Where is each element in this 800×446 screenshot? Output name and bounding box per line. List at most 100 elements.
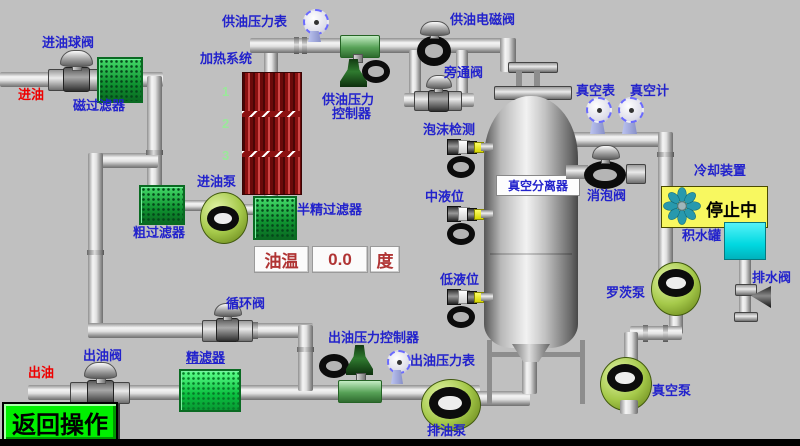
bypass-valve-handle[interactable] bbox=[426, 75, 452, 89]
pipe-branch bbox=[88, 153, 158, 168]
pipe-supply-main bbox=[250, 38, 516, 53]
flange bbox=[643, 325, 648, 342]
label-mid-level: 中液位 bbox=[425, 189, 465, 204]
pipe-circulation-left bbox=[88, 153, 103, 337]
bottom-strip bbox=[0, 439, 800, 446]
roots-pump-impeller bbox=[658, 269, 694, 297]
outlet-pressure-controller-fitting[interactable] bbox=[338, 380, 382, 403]
vacuum-gauge[interactable] bbox=[586, 97, 612, 123]
vacuum-separator-tank[interactable] bbox=[484, 96, 578, 348]
label-inlet-pump: 进油泵 bbox=[197, 174, 237, 189]
tank-leg bbox=[487, 340, 492, 404]
heater-separator bbox=[242, 111, 300, 117]
circulation-valve-body[interactable] bbox=[216, 318, 239, 342]
outlet-valve-collar bbox=[112, 382, 130, 404]
inlet-ball-valve-body[interactable] bbox=[63, 67, 90, 92]
defoam-valve-ring[interactable] bbox=[584, 161, 626, 189]
heater-section-3: 3 bbox=[222, 148, 230, 163]
label-heating-system: 加热系统 bbox=[200, 51, 253, 66]
back-to-operation-button[interactable]: 返回操作 bbox=[2, 402, 118, 442]
label-fine-filter: 精滤器 bbox=[186, 350, 226, 365]
supply-solenoid-valve-ring[interactable] bbox=[417, 36, 451, 66]
supply-pressure-gauge-stand bbox=[308, 31, 321, 42]
heater-section-1: 1 bbox=[222, 84, 230, 99]
label-drain-water-valve: 排水阀 bbox=[752, 270, 792, 285]
tank-nameplate: 真空分离器 bbox=[496, 175, 580, 196]
cooling-fan-icon bbox=[663, 187, 701, 225]
mid-level-sensor-stub bbox=[481, 210, 493, 218]
pipe-circulation bbox=[88, 323, 313, 338]
semi-fine-filter[interactable] bbox=[253, 196, 297, 240]
pipe-pump-to-tank bbox=[470, 391, 530, 406]
outlet-valve-handle[interactable] bbox=[84, 362, 117, 379]
coarse-filter[interactable] bbox=[139, 185, 185, 225]
label-discharge-pump: 排油泵 bbox=[427, 423, 467, 438]
defoam-valve-stub bbox=[566, 165, 588, 179]
drain-pipe-cap bbox=[734, 312, 758, 322]
pipe-vacuum-line bbox=[570, 132, 670, 147]
heater-radiator[interactable] bbox=[242, 72, 302, 195]
oil-temp-unit-box: 度 bbox=[370, 246, 400, 273]
vacuum-meter[interactable] bbox=[618, 97, 644, 123]
pipe-coarse-to-pump bbox=[176, 200, 210, 211]
label-cooling-device: 冷却装置 bbox=[694, 163, 747, 178]
label-outlet-pressure-gauge: 出油压力表 bbox=[410, 353, 476, 368]
mid-level-indicator bbox=[447, 223, 475, 245]
pipe-inlet-down bbox=[147, 76, 162, 189]
defoam-valve-handle[interactable] bbox=[592, 145, 620, 160]
foam-indicator bbox=[447, 156, 475, 178]
tank-cap-post bbox=[534, 70, 540, 87]
bypass-valve-body[interactable] bbox=[428, 90, 449, 112]
pipe-radiator-top bbox=[264, 46, 278, 76]
oil-temp-label-box: 油温 bbox=[254, 246, 309, 273]
fine-filter[interactable] bbox=[179, 369, 241, 412]
label-magnetic-filter: 磁过滤器 bbox=[73, 98, 126, 113]
flange bbox=[297, 347, 314, 352]
label-circulation-valve: 循环阀 bbox=[226, 296, 266, 311]
pipe-bypass-right bbox=[456, 50, 468, 102]
label-defoam-valve: 消泡阀 bbox=[587, 188, 627, 203]
inlet-pump-impeller bbox=[207, 206, 239, 231]
outlet-pressure-controller-actuator[interactable] bbox=[346, 345, 373, 375]
supply-solenoid-valve-handle[interactable] bbox=[420, 21, 450, 36]
vacuum-pump-impeller bbox=[607, 364, 643, 392]
supply-pressure-gauge[interactable] bbox=[303, 9, 329, 35]
drain-valve-collar bbox=[735, 284, 757, 296]
low-level-indicator bbox=[447, 306, 475, 328]
pipe-bypass-left bbox=[409, 50, 421, 102]
outlet-controller-indicator bbox=[319, 354, 349, 378]
cooling-status-text: 停止中 bbox=[706, 201, 757, 220]
label-supply-pressure-controller-2: 控制器 bbox=[332, 106, 372, 121]
label-outlet-oil: 出油 bbox=[28, 365, 55, 380]
label-vacuum-meter: 真空计 bbox=[630, 83, 670, 98]
water-collection-tank-box[interactable] bbox=[724, 222, 766, 260]
flange bbox=[302, 37, 307, 54]
label-semi-fine-filter: 半精过滤器 bbox=[297, 202, 363, 217]
outlet-pressure-gauge-stand bbox=[391, 370, 403, 384]
magnetic-filter[interactable] bbox=[97, 57, 143, 103]
foam-sensor-stub bbox=[481, 143, 493, 151]
label-roots-pump: 罗茨泵 bbox=[606, 285, 646, 300]
label-vacuum-pump: 真空泵 bbox=[652, 383, 692, 398]
label-coarse-filter: 粗过滤器 bbox=[133, 225, 186, 240]
pipe-riser bbox=[298, 325, 313, 391]
heater-separator bbox=[242, 151, 300, 157]
flange bbox=[87, 250, 104, 255]
label-low-level: 低液位 bbox=[440, 272, 480, 287]
flange bbox=[663, 325, 668, 342]
label-inlet-oil: 进油 bbox=[18, 87, 45, 102]
pipe-pump-to-semifilter bbox=[240, 204, 262, 215]
label-bypass-valve: 旁通阀 bbox=[444, 65, 484, 80]
tank-cap-flange bbox=[508, 62, 558, 73]
pipe-vacpump-in bbox=[624, 332, 638, 362]
low-level-sensor-stub bbox=[481, 293, 493, 301]
inlet-ball-valve-handle[interactable] bbox=[60, 50, 93, 67]
label-vacuum-gauge: 真空表 bbox=[576, 83, 616, 98]
tank-cap-post bbox=[516, 70, 522, 87]
defoam-valve-collar bbox=[626, 164, 646, 184]
label-outlet-pressure-controller: 出油压力控制器 bbox=[328, 330, 420, 345]
label-supply-solenoid-valve: 供油电磁阀 bbox=[450, 12, 516, 27]
circulation-valve-handle[interactable] bbox=[214, 303, 242, 317]
outlet-valve-body[interactable] bbox=[87, 380, 114, 405]
